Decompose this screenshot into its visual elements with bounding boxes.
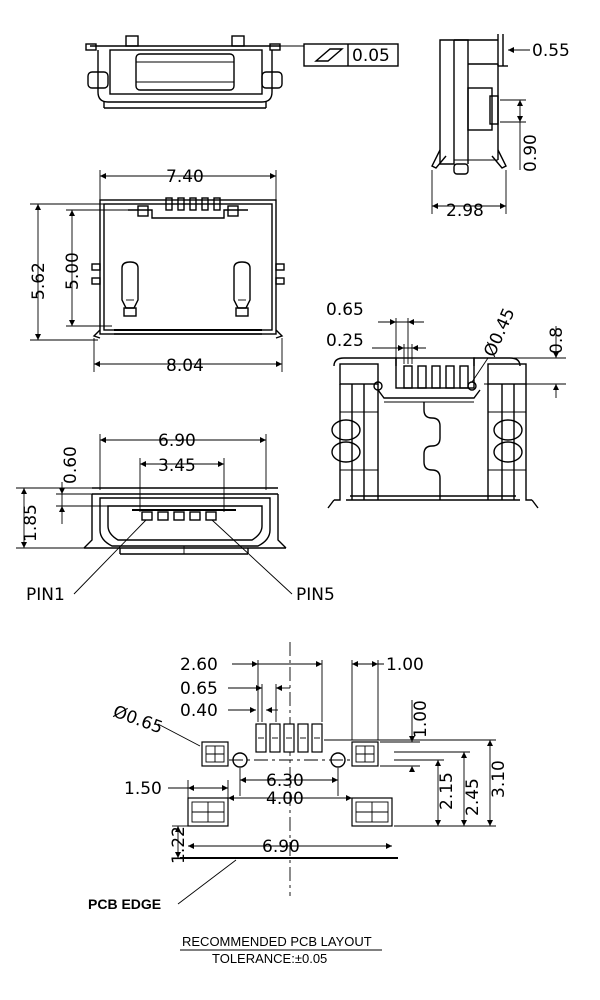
tolerance-note: TOLERANCE:±0.05 bbox=[212, 951, 327, 966]
locating-hole-left bbox=[232, 752, 248, 768]
dim-5-00: 5.00 bbox=[63, 252, 83, 290]
flatness-symbol-icon bbox=[314, 48, 344, 62]
dim-2-98: 2.98 bbox=[446, 201, 484, 221]
dim-4-00: 4.00 bbox=[266, 789, 304, 809]
dim-5-62: 5.62 bbox=[29, 262, 49, 300]
dim-1-00-top: 1.00 bbox=[386, 655, 424, 675]
dim-6-30: 6.30 bbox=[266, 771, 304, 791]
dim-8-04: 8.04 bbox=[166, 356, 204, 376]
dim-3-45: 3.45 bbox=[158, 456, 196, 476]
pcb-edge-label: PCB EDGE bbox=[88, 896, 161, 912]
profile-view bbox=[85, 35, 283, 109]
dim-7-40: 7.40 bbox=[166, 167, 204, 187]
pcb-layout-dims: 2.60 0.65 0.40 1.00 1.00 Ø0.65 6.30 4.00 bbox=[88, 655, 509, 966]
flatness-frame: 0.05 bbox=[280, 43, 399, 67]
dim-3-10: 3.10 bbox=[489, 760, 509, 798]
dim-2-15: 2.15 bbox=[437, 772, 457, 810]
dim-0-40: 0.40 bbox=[180, 701, 218, 721]
dim-0-90: 0.90 bbox=[521, 134, 541, 172]
dim-0-8: 0.8 bbox=[547, 327, 567, 354]
pin-detail-view bbox=[327, 357, 539, 509]
top-view-dims: 7.40 5.62 5.00 8.04 bbox=[29, 167, 283, 376]
dim-0-55: 0.55 bbox=[532, 41, 570, 61]
side-view-dims: 0.55 0.90 2.98 bbox=[431, 41, 570, 221]
dim-2-60: 2.60 bbox=[180, 655, 218, 675]
pin1-label: PIN1 bbox=[26, 585, 65, 605]
dim-0-25: 0.25 bbox=[326, 331, 364, 351]
dim-hole-0-65: Ø0.65 bbox=[110, 702, 165, 738]
top-view bbox=[91, 197, 285, 339]
front-view bbox=[83, 487, 287, 555]
dim-hole-0-45: Ø0.45 bbox=[480, 305, 519, 360]
dim-0-60: 0.60 bbox=[61, 446, 81, 484]
dim-2-45: 2.45 bbox=[463, 778, 483, 816]
flatness-value: 0.05 bbox=[352, 46, 390, 66]
dim-6-90-pcb: 6.90 bbox=[262, 837, 300, 857]
pin5-label: PIN5 bbox=[296, 585, 335, 605]
dim-6-90-front: 6.90 bbox=[158, 431, 196, 451]
dim-1-22: 1.22 bbox=[169, 826, 189, 864]
locating-hole-right bbox=[330, 752, 346, 768]
dim-1-50: 1.50 bbox=[124, 779, 162, 799]
pcb-layout bbox=[180, 642, 398, 896]
dim-1-85: 1.85 bbox=[21, 504, 41, 542]
dim-0-65-pcb: 0.65 bbox=[180, 679, 218, 699]
front-view-dims: 6.90 3.45 0.60 1.85 PIN1 PIN5 bbox=[16, 431, 335, 605]
dim-0-65: 0.65 bbox=[326, 300, 364, 320]
pcb-layout-title: RECOMMENDED PCB LAYOUT bbox=[182, 934, 372, 949]
side-view bbox=[431, 34, 508, 175]
dim-1-00-side: 1.00 bbox=[411, 700, 431, 738]
